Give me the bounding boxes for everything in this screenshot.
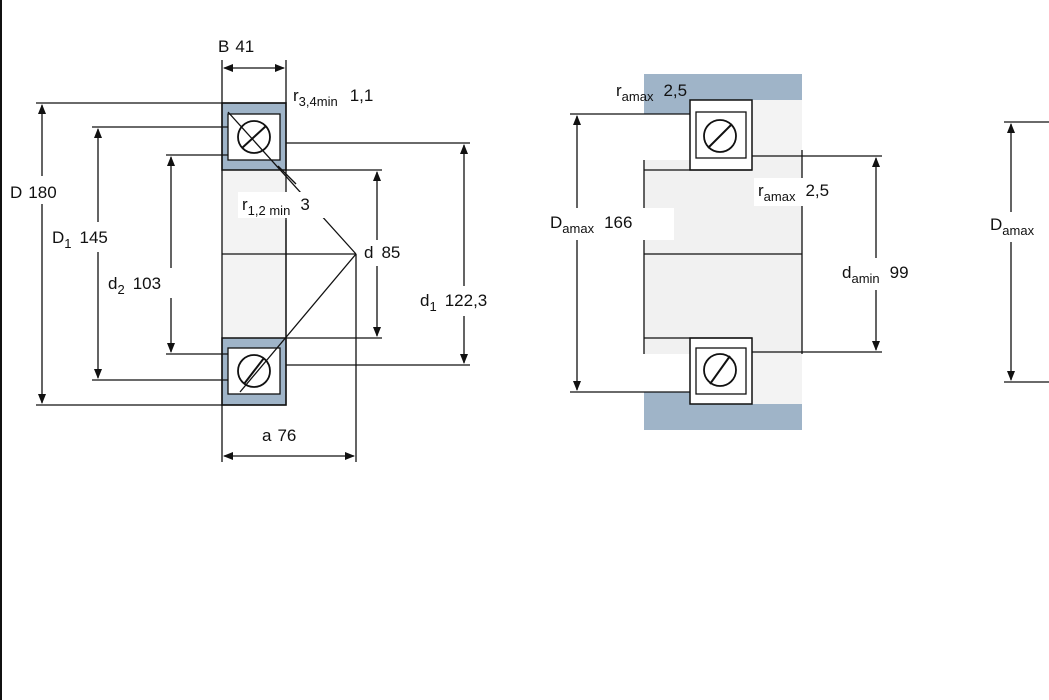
bearing-cross-section <box>221 102 357 406</box>
ra-mid-value: 2,5 <box>805 181 829 200</box>
third-Da-symbol: D <box>990 215 1002 234</box>
dim-D: D 180 <box>6 102 222 406</box>
dim-r34: r3,4min 1,1 <box>293 86 373 109</box>
Da-sub: amax <box>562 221 594 236</box>
housing-bottom-left <box>644 392 690 404</box>
a-symbol: a <box>262 426 272 445</box>
housing-top-left <box>644 100 690 114</box>
ra-top-sub: amax <box>622 89 654 104</box>
r34-sub: 3,4min <box>299 94 338 109</box>
d1-value: 122,3 <box>445 291 488 310</box>
D-symbol: D <box>10 183 22 202</box>
dim-D1: D1 145 <box>50 126 228 381</box>
dim-Da: Damax 166 <box>548 113 690 393</box>
ra-top-value: 2,5 <box>663 81 687 100</box>
contact-angle-line-lower <box>239 253 357 393</box>
right-area-low <box>752 354 802 404</box>
top-ball-line <box>241 125 267 149</box>
dim-ra-top: ramax 2,5 <box>616 81 687 104</box>
a-value: 76 <box>277 426 296 445</box>
dim-d2: d2 103 <box>106 154 228 355</box>
d1-symbol: d <box>420 291 429 310</box>
da-symbol: d <box>842 263 851 282</box>
d2-sub: 2 <box>117 282 124 297</box>
svg-text:a76: a 76 <box>262 426 296 445</box>
abutment-view <box>643 74 803 430</box>
right-area <box>752 100 802 160</box>
D1-sub: 1 <box>64 236 71 251</box>
dim-ra-mid: ramax 2,5 <box>754 178 874 206</box>
r12-value: 3 <box>300 195 309 214</box>
r34-symbol: r <box>293 86 299 105</box>
D-value: 180 <box>28 183 56 202</box>
third-view: Damax <box>988 121 1049 383</box>
ra-mid-sub: amax <box>764 189 796 204</box>
r34-value: 1,1 <box>350 86 374 105</box>
contact-angle-line <box>227 111 357 255</box>
ra-top-symbol: r <box>616 81 622 100</box>
ra-mid-symbol: r <box>758 181 764 200</box>
B-symbol: B <box>218 37 229 56</box>
da-sub: amin <box>851 271 879 286</box>
Da-value: 166 <box>604 213 632 232</box>
D1-value: 145 <box>80 228 108 247</box>
third-Da-sub: amax <box>1002 223 1034 238</box>
d2-value: 103 <box>133 274 161 293</box>
dim-d: d 85 <box>286 169 422 339</box>
d-symbol: d <box>364 243 373 262</box>
housing-top <box>644 74 802 100</box>
r12-sub: 1,2 min <box>248 203 291 218</box>
svg-text:d85: d 85 <box>364 243 400 262</box>
r12-symbol: r <box>242 195 248 214</box>
dim-B: B 41 <box>218 37 287 103</box>
da-value: 99 <box>890 263 909 282</box>
dim-da: damin 99 <box>752 155 946 353</box>
dim-r12: r1,2 min 3 <box>238 165 356 338</box>
housing-bottom <box>644 404 802 430</box>
svg-text:B41: B 41 <box>218 37 254 56</box>
B-value: 41 <box>235 37 254 56</box>
d2-symbol: d <box>108 274 117 293</box>
dim-a: a 76 <box>221 254 357 462</box>
Da-symbol: D <box>550 213 562 232</box>
bottom-ball-line <box>243 357 265 385</box>
svg-text:Damax: Damax <box>990 215 1035 238</box>
d-value: 85 <box>381 243 400 262</box>
d1-sub: 1 <box>429 299 436 314</box>
D1-symbol: D <box>52 228 64 247</box>
